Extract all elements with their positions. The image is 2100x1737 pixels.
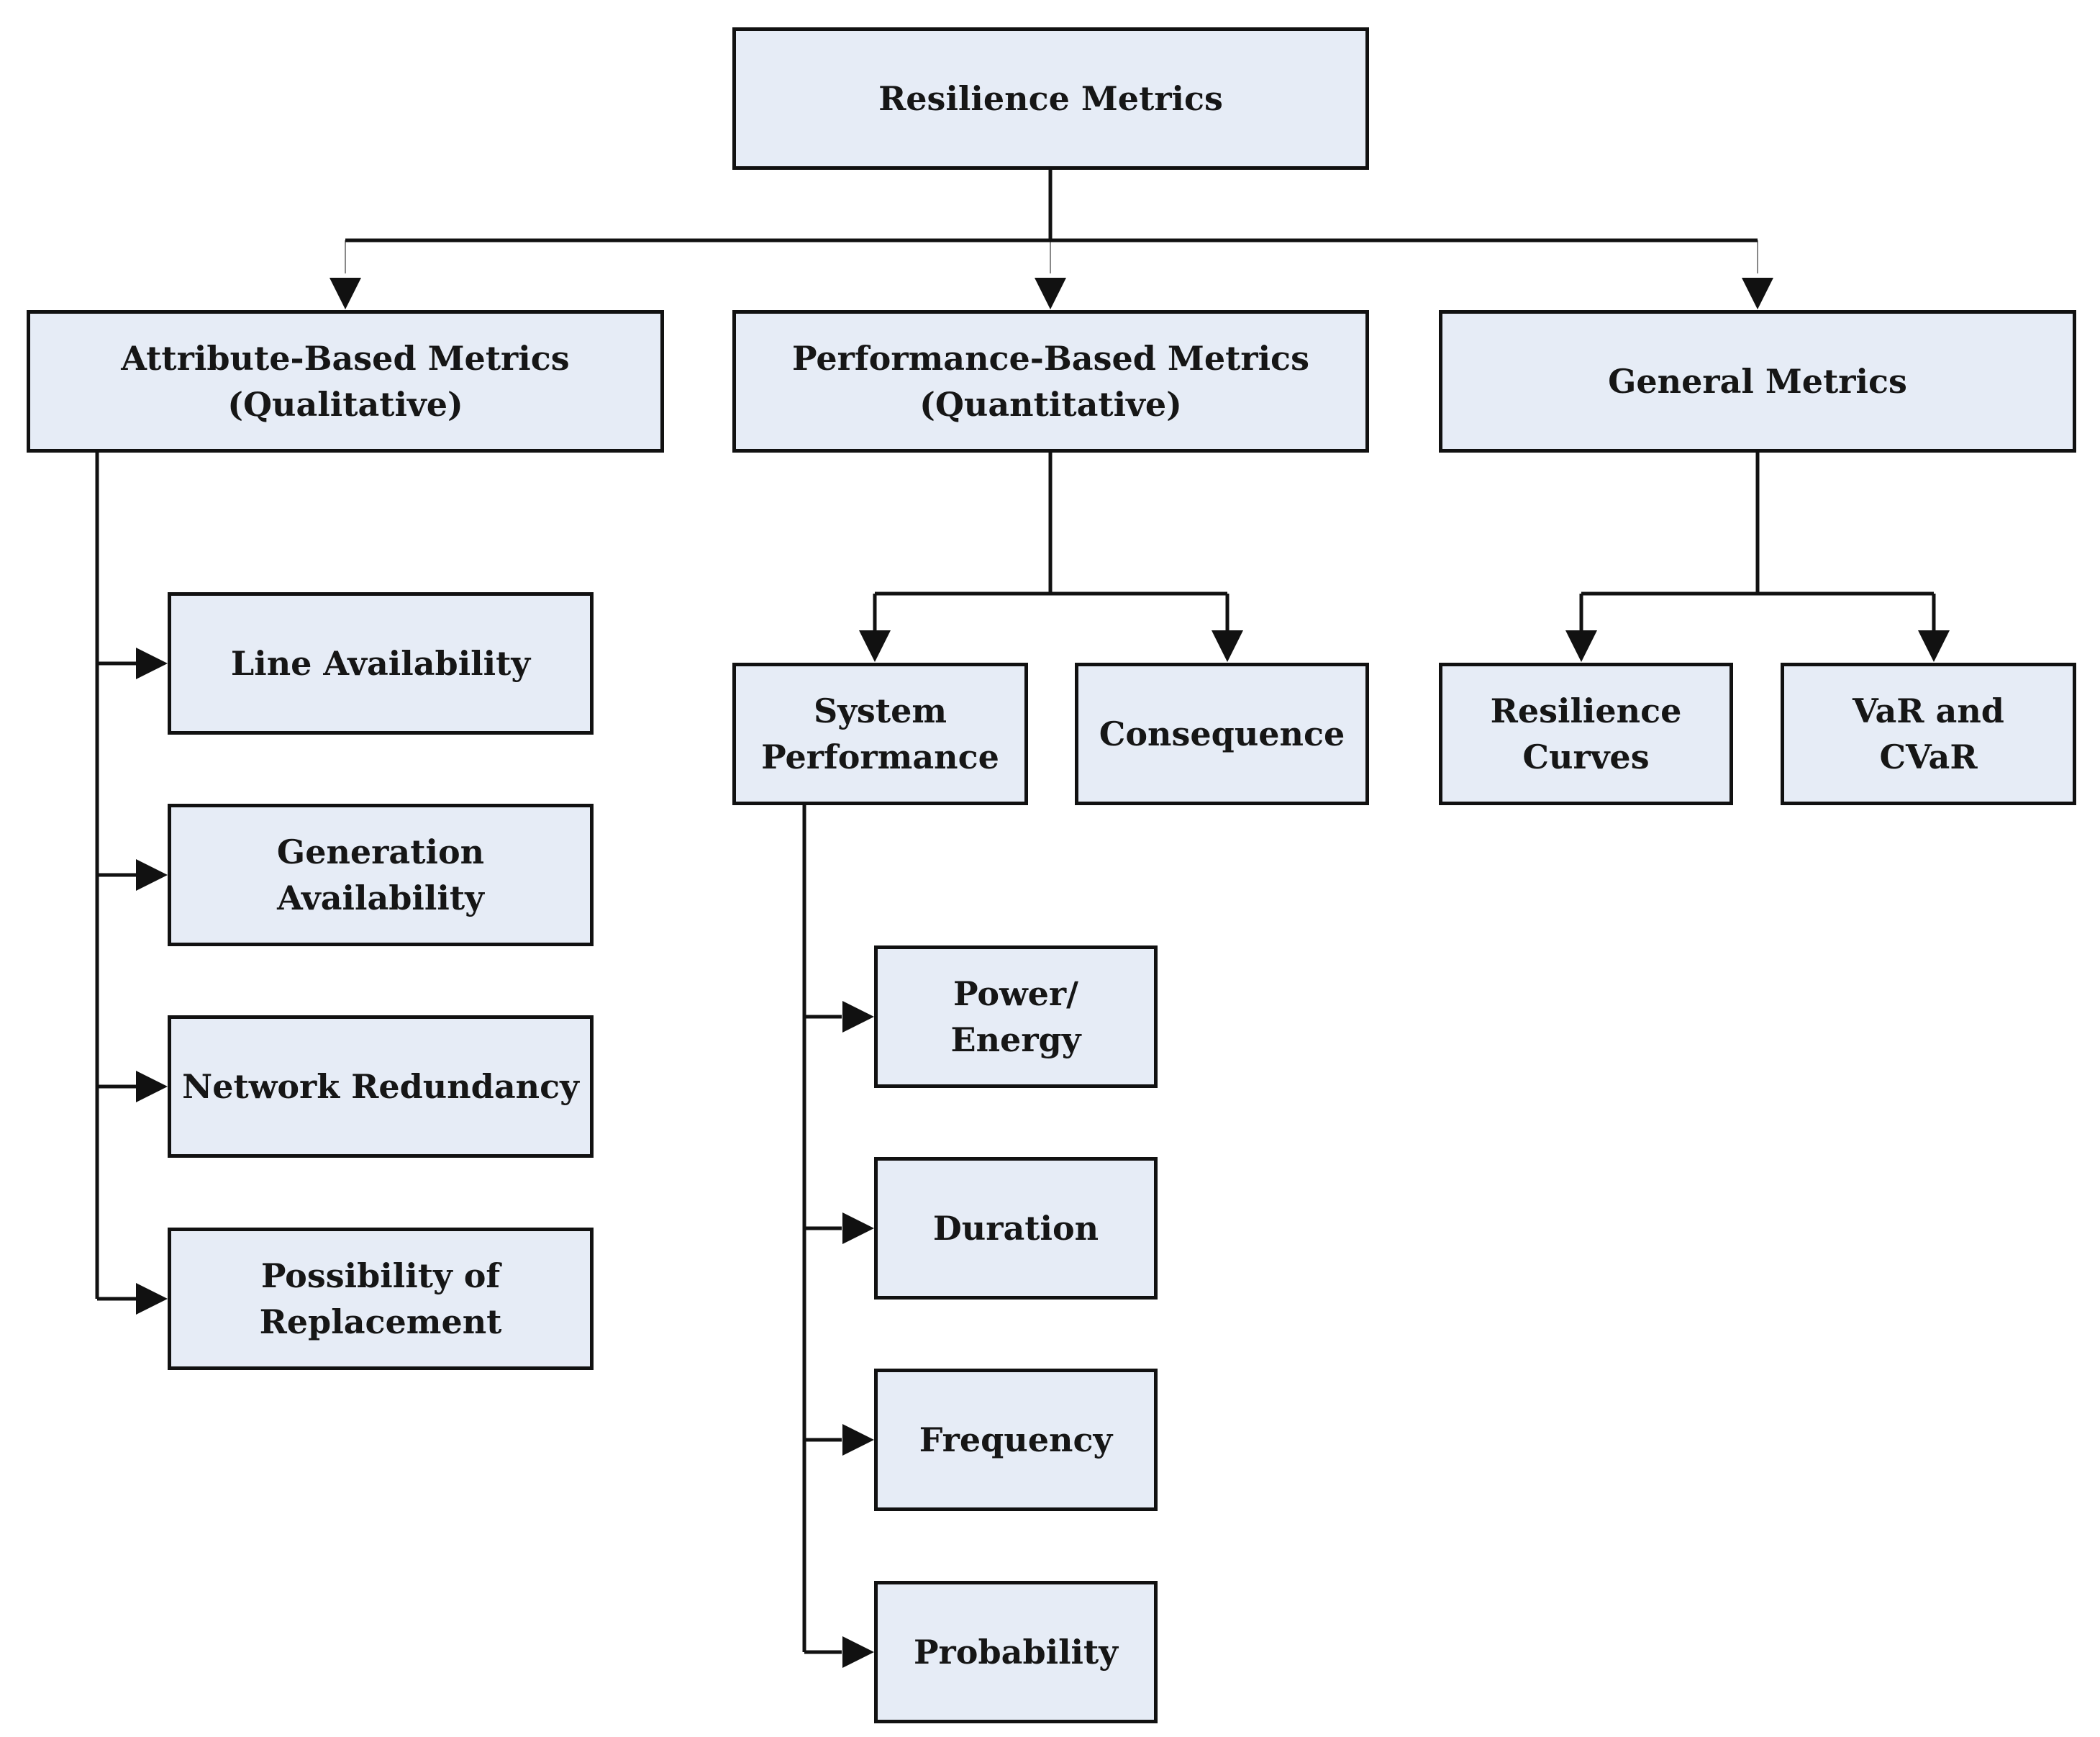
metric-node-network-redundancy: Network Redundancy <box>168 1015 594 1158</box>
arrowhead-resilience-curves <box>1565 630 1597 662</box>
metric-label-probability: Probability <box>913 1632 1119 1672</box>
metric-node-resilience-curves: Resilience Curves <box>1439 663 1733 805</box>
metric-node-frequency: Frequency <box>874 1369 1158 1511</box>
metric-label-possibility-of-replacement: Possibility of Replacement <box>259 1256 502 1341</box>
metric-node-power-energy: Power/ Energy <box>874 945 1158 1088</box>
root-label: Resilience Metrics <box>878 78 1223 118</box>
arrowhead-network-redundancy <box>136 1071 168 1102</box>
metric-label-generation-availability: Generation Availability <box>276 832 485 917</box>
metric-node-system-performance: System Performance <box>732 663 1028 805</box>
arrowhead-var-cvar <box>1918 630 1950 662</box>
metric-label-system-performance: System Performance <box>761 691 999 776</box>
metric-node-probability: Probability <box>874 1581 1158 1723</box>
category-node-general: General Metrics <box>1439 310 2076 453</box>
metric-label-resilience-curves: Resilience Curves <box>1490 691 1682 776</box>
category-label-general: General Metrics <box>1608 361 1907 401</box>
metric-label-var-cvar: VaR and CVaR <box>1853 691 2004 776</box>
arrowhead-general <box>1742 278 1773 309</box>
category-label-attribute-based: Attribute-Based Metrics (Qualitative) <box>121 338 570 424</box>
arrowhead-power-energy <box>842 1001 874 1033</box>
category-node-attribute-based: Attribute-Based Metrics (Qualitative) <box>27 310 664 453</box>
arrowhead-possibility-of-replacement <box>136 1283 168 1315</box>
metric-node-generation-availability: Generation Availability <box>168 804 594 946</box>
metric-label-duration: Duration <box>932 1208 1099 1248</box>
metric-node-line-availability: Line Availability <box>168 592 594 735</box>
arrowhead-frequency <box>842 1424 874 1456</box>
category-label-performance-based: Performance-Based Metrics (Quantitative) <box>792 338 1309 424</box>
arrowhead-probability <box>842 1636 874 1668</box>
metric-label-power-energy: Power/ Energy <box>950 974 1081 1059</box>
category-node-performance-based: Performance-Based Metrics (Quantitative) <box>732 310 1369 453</box>
metric-label-line-availability: Line Availability <box>230 643 531 683</box>
metric-node-possibility-of-replacement: Possibility of Replacement <box>168 1228 594 1370</box>
metric-node-duration: Duration <box>874 1157 1158 1300</box>
arrowhead-performance <box>1035 278 1066 309</box>
arrowhead-consequence <box>1212 630 1243 662</box>
arrowhead-line-availability <box>136 648 168 679</box>
arrowhead-duration <box>842 1212 874 1244</box>
metric-label-network-redundancy: Network Redundancy <box>182 1066 579 1106</box>
metric-label-consequence: Consequence <box>1099 714 1345 753</box>
arrowhead-system-performance <box>859 630 891 662</box>
arrowhead-generation-availability <box>136 859 168 891</box>
metric-node-var-cvar: VaR and CVaR <box>1781 663 2076 805</box>
root-node-resilience-metrics: Resilience Metrics <box>732 27 1369 170</box>
arrowhead-attribute <box>329 278 361 309</box>
metric-label-frequency: Frequency <box>919 1420 1113 1459</box>
metric-node-consequence: Consequence <box>1075 663 1369 805</box>
